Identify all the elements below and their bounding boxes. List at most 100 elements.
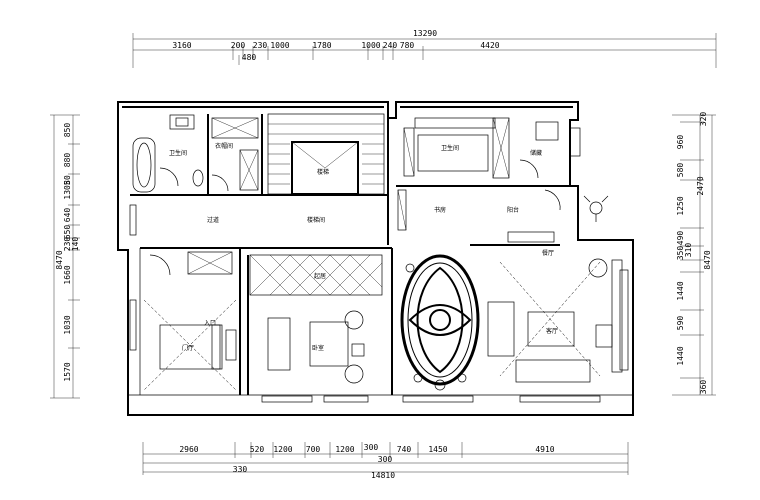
- right-dim-5: 2470: [696, 176, 705, 195]
- study-door-swing: [519, 159, 539, 179]
- windows: [129, 127, 629, 403]
- bottom-dim-sub-left: 330: [233, 465, 248, 474]
- right-dim-2: 960: [676, 135, 685, 150]
- left-dim-8: 140: [71, 237, 80, 252]
- right-dim-11: 1440: [676, 346, 685, 365]
- feature-wall: [249, 254, 383, 296]
- room-label-family: 起居: [314, 272, 326, 280]
- plant-icon: [583, 195, 609, 222]
- foyer-cabinet: [397, 189, 407, 231]
- bathtub-basin: [136, 142, 152, 188]
- side-shelf: [403, 127, 415, 177]
- bed-study: [417, 134, 489, 172]
- room-label-closet: 衣帽间: [215, 142, 233, 150]
- left-dimension-line: 8470 850 880 1305 80 640 650 230 140 166…: [50, 114, 80, 399]
- room-label-corridor: 过道: [207, 216, 219, 224]
- left-dim-5: 640: [63, 208, 72, 223]
- left-dim-10: 1030: [63, 315, 72, 334]
- left-dim-4: 80: [63, 175, 72, 185]
- bathtub: [132, 137, 156, 193]
- entry-door-swing: [544, 189, 561, 211]
- bottom-dim-6: 300: [364, 443, 379, 452]
- left-dim-7: 230: [63, 237, 72, 252]
- interior-walls: [128, 114, 633, 396]
- bottom-dim-3: 1200: [273, 445, 292, 454]
- room-label-storage: 储藏: [530, 149, 542, 157]
- room-label-balcony: 阳台: [507, 206, 519, 214]
- right-total-dim: 8470: [703, 250, 712, 269]
- bottom-dim-5: 1200: [335, 445, 354, 454]
- lamp-living: [588, 258, 608, 278]
- stairwell: 楼梯: [267, 113, 385, 195]
- left-dim-2: 880: [63, 153, 72, 168]
- family-room: 卧室 起居: [249, 254, 383, 384]
- room-label-bathroom-a: 卫生间: [169, 149, 187, 157]
- left-dim-3: 1305: [63, 180, 72, 199]
- bottom-dimension-line: 2960 520 1200 700 1200 300 740 1450 4910…: [142, 442, 629, 480]
- bottom-dim-1: 2960: [179, 445, 198, 454]
- top-dim-4: 1000: [270, 41, 289, 50]
- top-dim-3: 230: [253, 41, 268, 50]
- right-dim-3: 580: [676, 163, 685, 178]
- coffee-table-family: [309, 321, 349, 367]
- top-dim-7: 240: [383, 41, 398, 50]
- closet-door-swing: [211, 174, 229, 192]
- wardrobe-side: [239, 149, 259, 191]
- bedroom-tv-cabinet: [225, 329, 237, 361]
- top-dim-small: 480: [242, 53, 257, 62]
- room-label-entry: 入口: [204, 320, 216, 327]
- study-area: 卫生间 储藏: [403, 117, 559, 179]
- right-dim-7: 350: [676, 246, 685, 261]
- armchair: [535, 121, 559, 141]
- bottom-dim-sub-right: 300: [378, 455, 393, 464]
- coffee-table-living: [527, 311, 575, 347]
- door-swing: [159, 167, 179, 187]
- top-dim-5: 1780: [312, 41, 331, 50]
- shoe-cabinet: [507, 231, 555, 243]
- bed-headboard: [211, 324, 223, 370]
- desk-shelf: [414, 117, 496, 129]
- room-label-foyer: 门厅: [182, 344, 194, 352]
- living-room: 客厅 餐厅: [487, 249, 623, 383]
- armchair-living: [595, 324, 613, 348]
- closet: 衣帽间: [211, 117, 259, 192]
- sofa-family: [267, 317, 291, 371]
- window-bay: [611, 259, 623, 373]
- lattice-pattern: [249, 254, 383, 296]
- right-dim-6: 490: [676, 231, 685, 246]
- right-dimension-line: 8470 320 960 580 1250 2470 490 350 310 1…: [672, 112, 716, 396]
- left-dim-9: 1660: [63, 265, 72, 284]
- room-label-living: 客厅: [546, 327, 558, 335]
- right-dim-4: 1250: [676, 196, 685, 215]
- armchair-family-1: [344, 310, 364, 330]
- top-total-dim: 13290: [413, 29, 437, 38]
- wardrobe-top: [211, 117, 259, 139]
- top-dim-9: 4420: [480, 41, 499, 50]
- room-label-stair-hall: 楼梯间: [307, 216, 325, 224]
- bottom-dim-9: 4910: [535, 445, 554, 454]
- armchair-family-2: [344, 364, 364, 384]
- room-label-dining: 餐厅: [542, 249, 554, 257]
- right-dim-12: 360: [699, 380, 708, 395]
- left-dim-1: 850: [63, 123, 72, 138]
- sink: [175, 117, 189, 127]
- sofa-living-2: [515, 359, 591, 383]
- top-dim-1: 3160: [172, 41, 191, 50]
- side-table-family: [351, 343, 365, 357]
- room-label-bathroom-b: 卫生间: [441, 144, 459, 152]
- right-dim-8: 310: [684, 243, 693, 258]
- room-label-stair: 楼梯: [317, 168, 329, 176]
- dining-medallion: [400, 254, 480, 391]
- bedroom: 门厅 入口: [143, 251, 237, 391]
- left-total-dim: 8470: [55, 250, 64, 269]
- bottom-dim-7: 740: [397, 445, 412, 454]
- bed: [159, 324, 221, 370]
- top-dim-6: 1000: [361, 41, 380, 50]
- bottom-dim-4: 700: [306, 445, 321, 454]
- bottom-dim-2: 520: [250, 445, 265, 454]
- study-cabinet: [492, 117, 510, 179]
- exterior-walls: [117, 101, 634, 416]
- wardrobe-bedroom: [187, 251, 233, 275]
- bathroom-a: 卫生间: [132, 114, 204, 193]
- vanity: [169, 114, 195, 130]
